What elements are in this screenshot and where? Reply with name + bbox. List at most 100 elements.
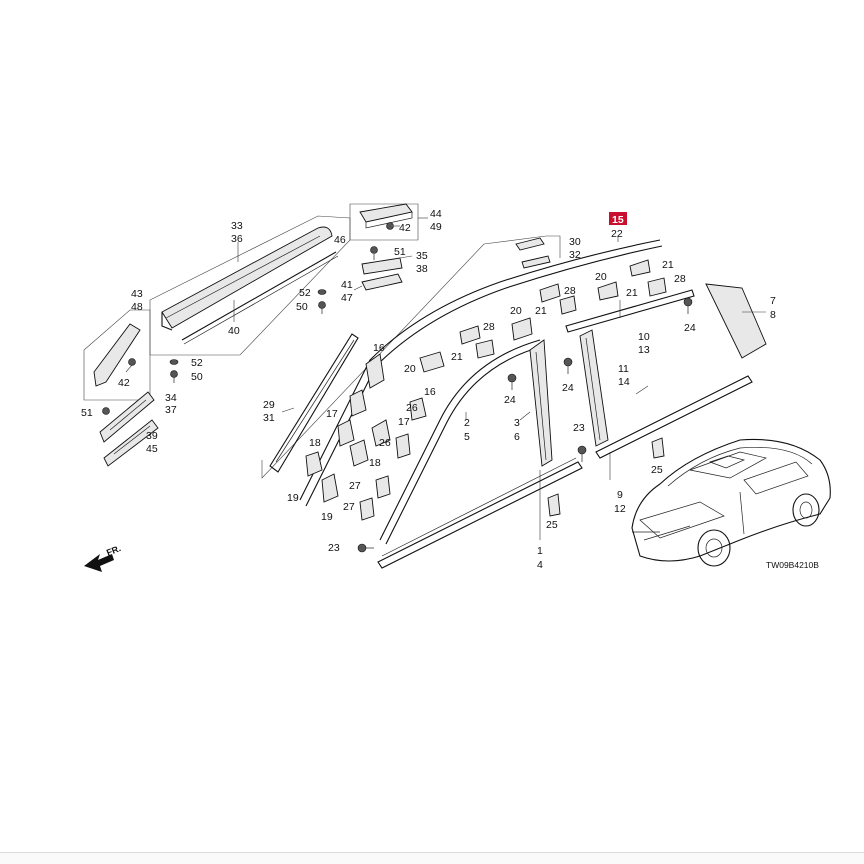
c-pillar-garnish bbox=[579, 329, 609, 447]
roof-rail-group bbox=[261, 235, 561, 479]
callout: 16 bbox=[373, 342, 385, 354]
highlight-box bbox=[609, 212, 627, 225]
callout: 9 bbox=[617, 489, 623, 501]
callout: 22 bbox=[611, 228, 623, 240]
callout: 44 bbox=[430, 208, 442, 220]
fr-label: FR. bbox=[105, 543, 122, 558]
leader-lines bbox=[519, 300, 649, 540]
rear-belt-molding bbox=[595, 375, 753, 459]
callout: 11 bbox=[618, 363, 629, 375]
callout: 42 bbox=[399, 222, 411, 234]
callout: 26 bbox=[379, 437, 391, 449]
callout: 28 bbox=[674, 273, 686, 285]
callout: 14 bbox=[618, 376, 630, 388]
callout: 23 bbox=[328, 542, 340, 554]
callout: 33 bbox=[231, 220, 243, 232]
callout: 1 bbox=[537, 545, 543, 557]
callout: 30 bbox=[569, 236, 581, 248]
callout: 24 bbox=[684, 322, 696, 334]
callout: 36 bbox=[231, 233, 243, 245]
callout: 20 bbox=[595, 271, 607, 283]
callout: 46 bbox=[334, 234, 346, 246]
callout: 17 bbox=[326, 408, 338, 420]
callout: 25 bbox=[651, 464, 663, 476]
car-illustration bbox=[631, 438, 831, 567]
door-frame-molding bbox=[379, 339, 545, 545]
fasteners-52-50-left bbox=[169, 359, 179, 383]
callout: 31 bbox=[263, 412, 275, 424]
callout: 25 bbox=[546, 519, 558, 531]
callout: 24 bbox=[504, 394, 516, 406]
callout: 50 bbox=[296, 301, 308, 313]
callout: 51 bbox=[81, 407, 93, 419]
callout: 32 bbox=[569, 249, 581, 261]
callout: 13 bbox=[638, 344, 650, 356]
callout: 6 bbox=[514, 431, 520, 443]
callout: 50 bbox=[191, 371, 203, 383]
callout: 29 bbox=[263, 399, 275, 411]
callout: 8 bbox=[770, 309, 776, 321]
callout: 28 bbox=[483, 321, 495, 333]
callout: 16 bbox=[424, 386, 436, 398]
pillar-strip-29 bbox=[269, 333, 359, 473]
bottom-toolbar-strip bbox=[0, 852, 864, 864]
rear-upper-strip bbox=[565, 289, 695, 333]
clip-group-35 bbox=[353, 246, 413, 291]
callout: 21 bbox=[662, 259, 674, 271]
callout: 5 bbox=[464, 431, 470, 443]
callout: 24 bbox=[562, 382, 574, 394]
callout: 52 bbox=[191, 357, 203, 369]
callout: 12 bbox=[614, 503, 626, 515]
front-belt-molding bbox=[377, 457, 583, 569]
callout: 39 bbox=[146, 430, 158, 442]
callout: 20 bbox=[510, 305, 522, 317]
callout: 52 bbox=[299, 287, 311, 299]
callout: 35 bbox=[416, 250, 428, 262]
highlight-label: 15 bbox=[612, 214, 624, 226]
callout: 34 bbox=[165, 392, 177, 404]
front-direction-arrow: FR. bbox=[84, 543, 122, 572]
callout: 20 bbox=[404, 363, 416, 375]
callout: 4 bbox=[537, 559, 543, 571]
screws bbox=[357, 297, 693, 553]
diagram-code: TW09B4210B bbox=[766, 560, 819, 570]
garnish-box-group bbox=[349, 203, 428, 241]
callout: 21 bbox=[626, 287, 638, 299]
callout: 19 bbox=[321, 511, 333, 523]
callout: 7 bbox=[770, 295, 776, 307]
callout: 10 bbox=[638, 331, 650, 343]
callout: 23 bbox=[573, 422, 585, 434]
callout: 21 bbox=[451, 351, 463, 363]
callout: 17 bbox=[398, 416, 410, 428]
bracket-group-34 bbox=[99, 391, 159, 467]
callout: 45 bbox=[146, 443, 158, 455]
callout: 26 bbox=[406, 402, 418, 414]
callout: 40 bbox=[228, 325, 240, 337]
callout: 18 bbox=[369, 457, 381, 469]
callout: 41 bbox=[341, 279, 353, 291]
callout: 37 bbox=[165, 404, 177, 416]
callout: 3 bbox=[514, 417, 520, 429]
callout: 47 bbox=[341, 292, 353, 304]
callout: 42 bbox=[118, 377, 130, 389]
callout: 51 bbox=[394, 246, 406, 258]
callout: 27 bbox=[343, 501, 355, 513]
callout: 18 bbox=[309, 437, 321, 449]
roof-molding-group bbox=[149, 215, 351, 356]
main-roof-molding bbox=[299, 236, 663, 507]
fasteners-52-50 bbox=[317, 289, 327, 314]
callout: 49 bbox=[430, 221, 442, 233]
side-garnish-group bbox=[83, 309, 151, 401]
callout: 38 bbox=[416, 263, 428, 275]
callout: 43 bbox=[131, 288, 143, 300]
callout: 2 bbox=[464, 417, 470, 429]
clip-set bbox=[305, 259, 667, 521]
callout: 21 bbox=[535, 305, 547, 317]
quarter-garnish bbox=[705, 283, 767, 359]
callout: 28 bbox=[564, 285, 576, 297]
callout: 19 bbox=[287, 492, 299, 504]
callout-labels: 33 36 46 40 44 49 42 51 35 38 41 47 52 5… bbox=[81, 208, 776, 571]
callout: 27 bbox=[349, 480, 361, 492]
